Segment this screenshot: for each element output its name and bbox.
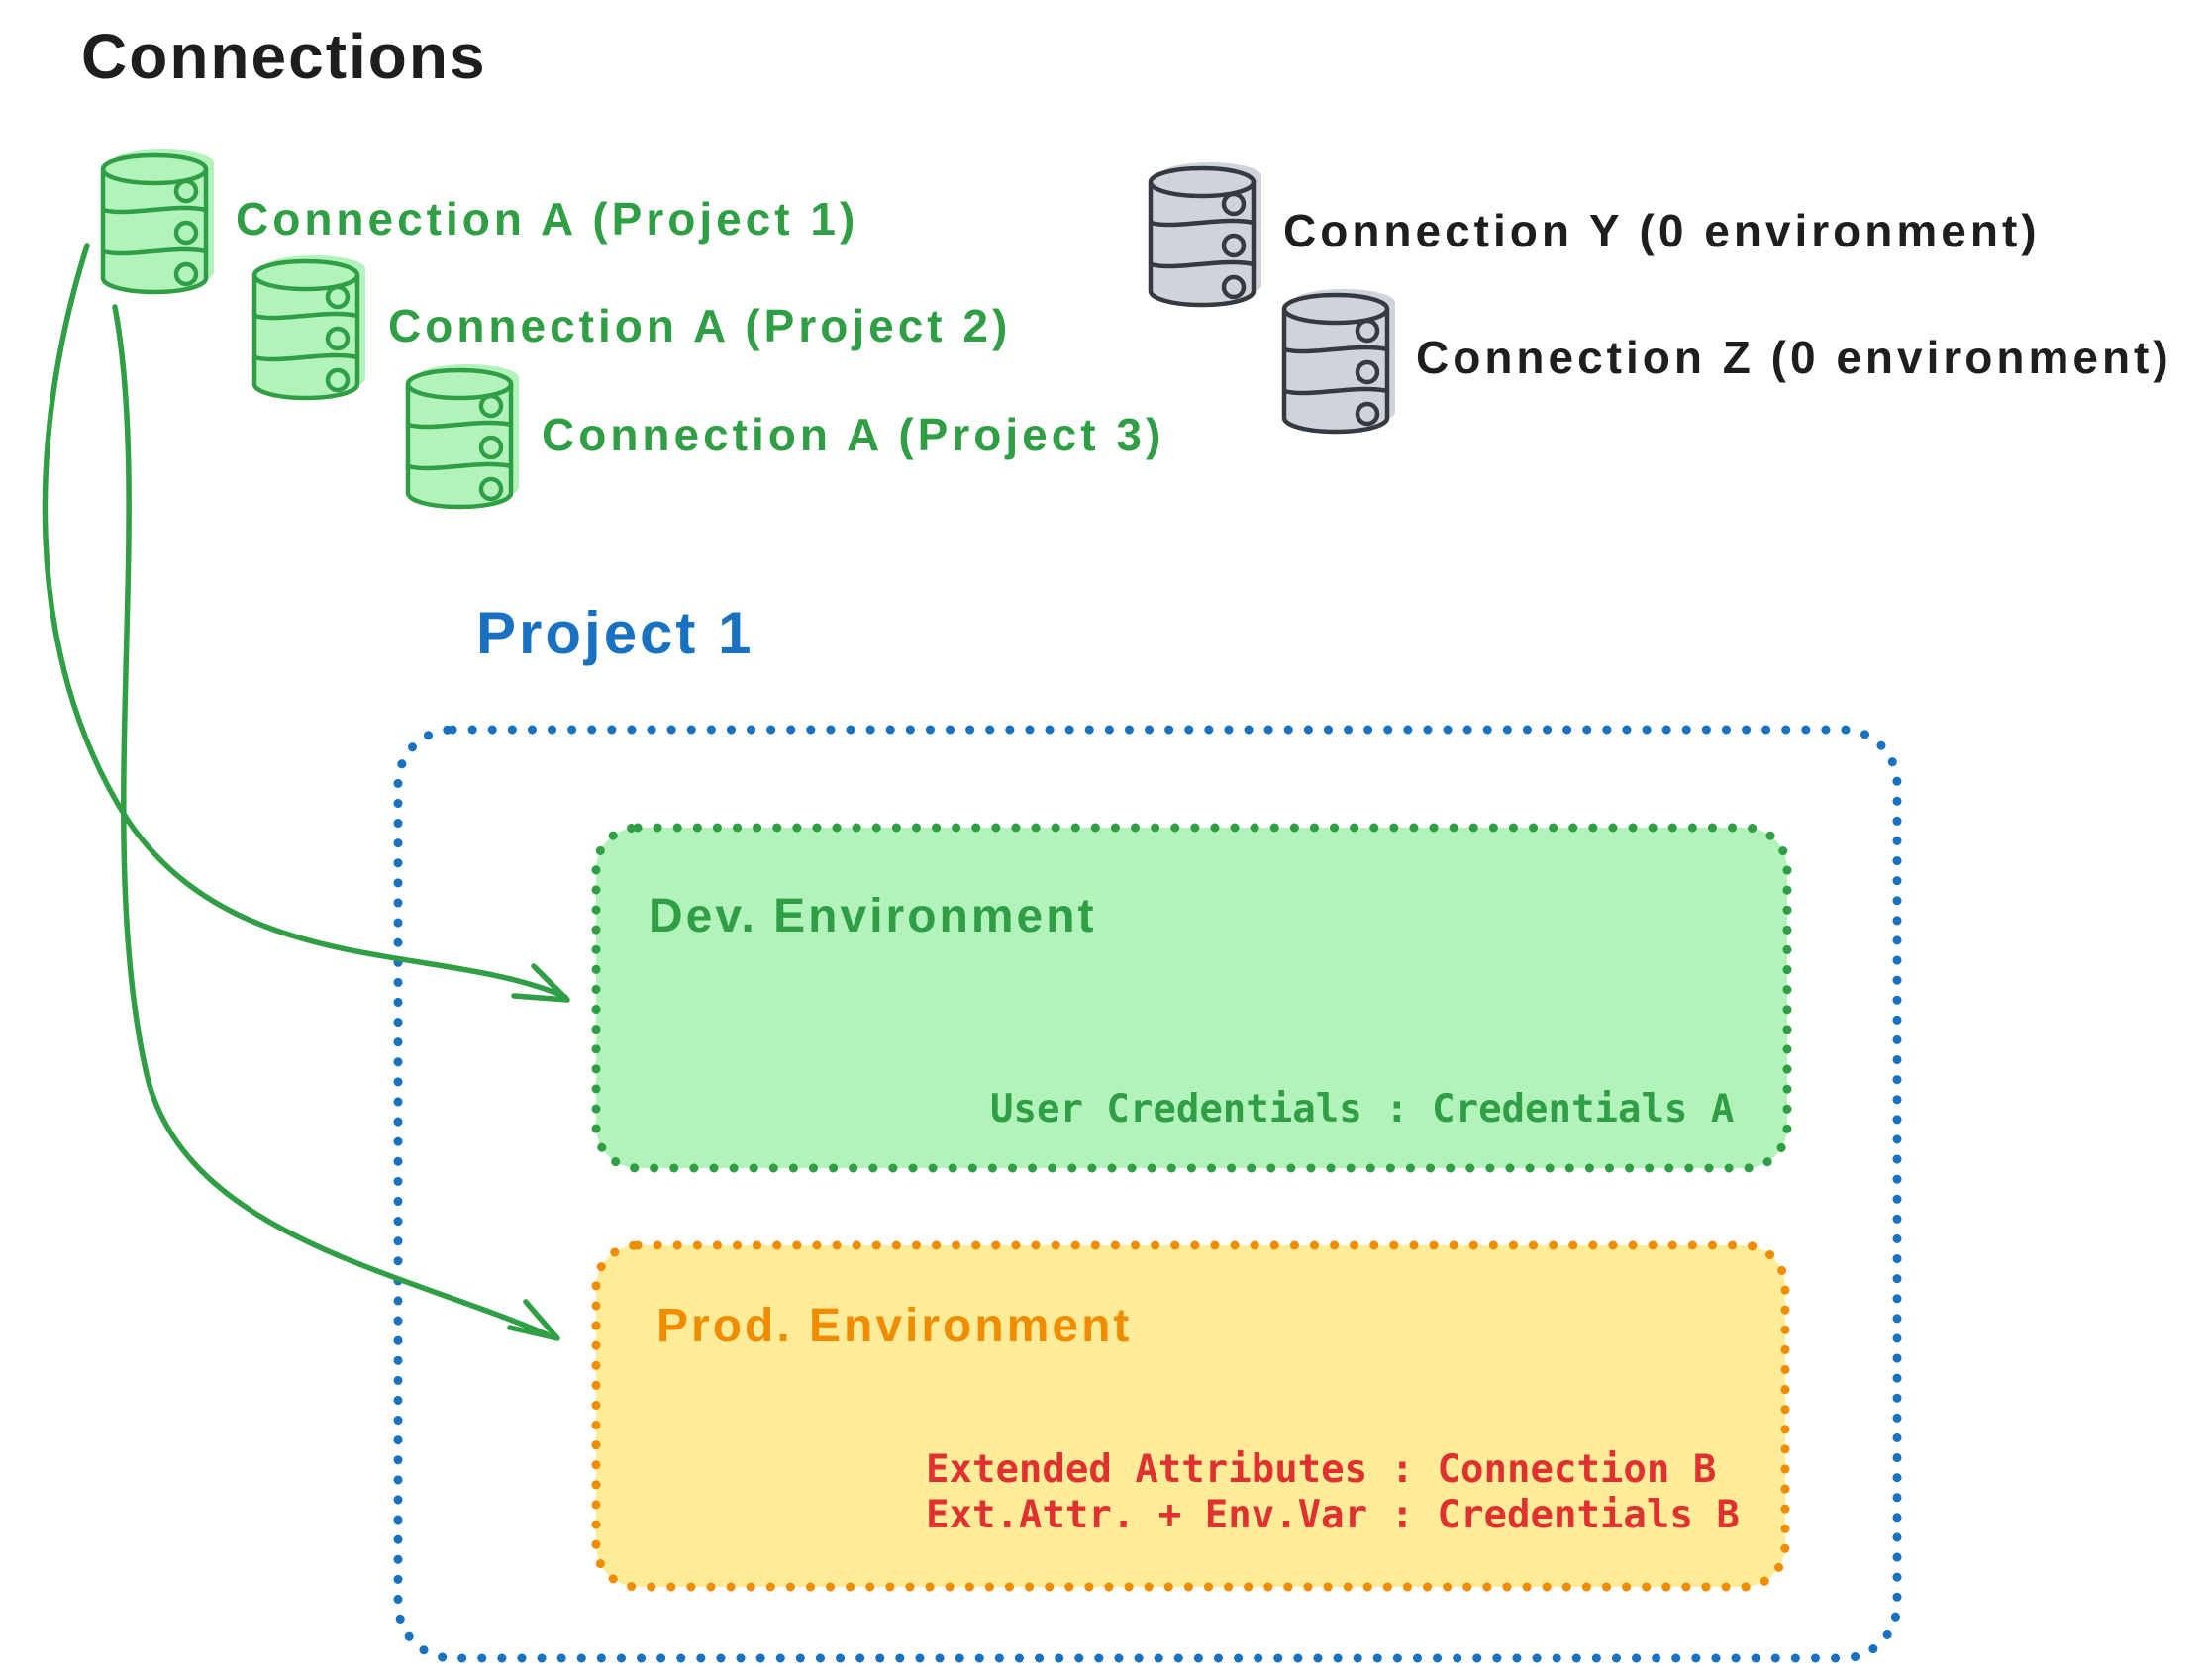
diagram-title: Connections (81, 21, 487, 92)
arrowhead-prod (507, 1299, 560, 1341)
database-icon-connection-y (1151, 162, 1261, 305)
project-1-box (393, 725, 1902, 1663)
project-1-title: Project 1 (476, 600, 754, 666)
connection-z-label: Connection Z (0 environment) (1416, 332, 2172, 383)
connection-a-project-2-label: Connection A (Project 2) (388, 300, 1012, 351)
connection-a-project-3-label: Connection A (Project 3) (542, 409, 1165, 460)
arrow-connection-a-to-prod (112, 304, 560, 1341)
connection-y-label: Connection Y (0 environment) (1283, 205, 2041, 256)
database-icon-connection-a-project-2 (254, 255, 365, 398)
database-icon-connection-a-project-1 (103, 149, 214, 292)
database-icon-connection-a-project-3 (408, 364, 519, 507)
arrow-connection-a-to-dev (42, 243, 570, 1003)
prod-environment-box (591, 1240, 1790, 1592)
arrowhead-dev (511, 963, 570, 1003)
dev-environment-mapping: User Credentials : Credentials A (990, 1087, 1735, 1132)
connection-a-project-1-label: Connection A (Project 1) (236, 193, 859, 245)
prod-environment-mapping-2: Ext.Attr. + Env.Var : Credentials B (926, 1493, 1740, 1537)
prod-environment-title: Prod. Environment (656, 1300, 1133, 1352)
dev-environment-title: Dev. Environment (649, 890, 1097, 942)
dev-environment-box (591, 823, 1792, 1173)
database-icon-connection-z (1284, 289, 1395, 432)
prod-environment-mapping-1: Extended Attributes : Connection B (926, 1447, 1717, 1492)
